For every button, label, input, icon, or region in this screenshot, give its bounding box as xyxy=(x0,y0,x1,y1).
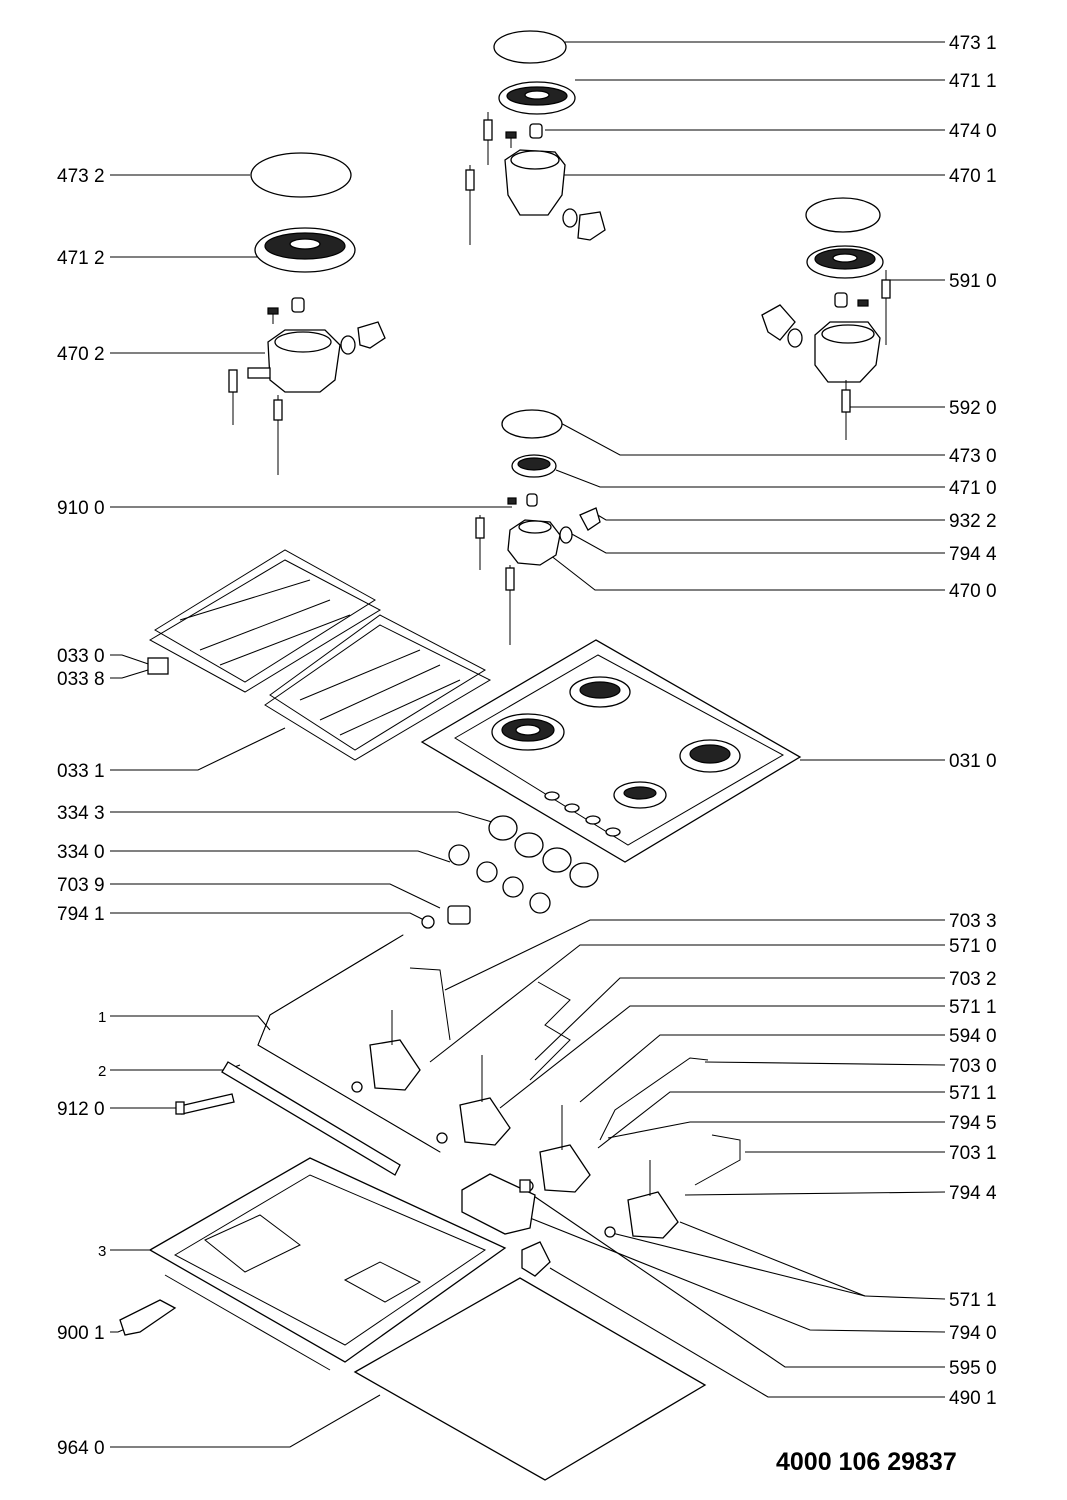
burner-assembly-left xyxy=(228,152,386,475)
label-033-8: 033 8 xyxy=(57,669,105,690)
label-703-3: 703 3 xyxy=(949,911,997,932)
label-471-2: 471 2 xyxy=(57,248,105,269)
label-703-2: 703 2 xyxy=(949,969,997,990)
label-571-1-first: 571 1 xyxy=(949,997,997,1018)
label-474-0: 474 0 xyxy=(949,121,997,142)
label-470-2: 470 2 xyxy=(57,344,105,365)
label-031-0: 031 0 xyxy=(949,751,997,772)
label-794-0: 794 0 xyxy=(949,1323,997,1344)
pan-support-grates xyxy=(147,549,492,761)
label-473-0: 473 0 xyxy=(949,446,997,467)
label-794-4-lower: 794 4 xyxy=(949,1183,997,1204)
base-tray xyxy=(119,1157,507,1371)
label-3: 3 xyxy=(98,1243,106,1260)
label-910-0: 910 0 xyxy=(57,498,105,519)
label-334-3: 334 3 xyxy=(57,803,105,824)
label-470-1: 470 1 xyxy=(949,166,997,187)
label-471-0: 471 0 xyxy=(949,478,997,499)
gasket-seal xyxy=(353,1277,707,1481)
label-473-2: 473 2 xyxy=(57,166,105,187)
control-knobs xyxy=(421,815,599,929)
label-794-5: 794 5 xyxy=(949,1113,997,1134)
hob-top-plate xyxy=(420,639,802,863)
burner-assembly-right xyxy=(761,197,891,440)
label-471-1: 471 1 xyxy=(949,71,997,92)
label-900-1: 900 1 xyxy=(57,1323,105,1344)
label-594-0: 594 0 xyxy=(949,1026,997,1047)
label-703-0: 703 0 xyxy=(949,1056,997,1077)
label-794-4-upper: 794 4 xyxy=(949,544,997,565)
label-571-0: 571 0 xyxy=(949,936,997,957)
label-571-1-third: 571 1 xyxy=(949,1290,997,1311)
label-490-1: 490 1 xyxy=(949,1388,997,1409)
label-033-1: 033 1 xyxy=(57,761,105,782)
label-334-0: 334 0 xyxy=(57,842,105,863)
label-1: 1 xyxy=(98,1009,106,1026)
part-labels-right: 473 1 471 1 474 0 470 1 591 0 592 0 473 … xyxy=(949,33,997,1409)
label-964-0: 964 0 xyxy=(57,1438,105,1459)
label-912-0: 912 0 xyxy=(57,1099,105,1120)
label-932-2: 932 2 xyxy=(949,511,997,532)
ignition-module xyxy=(461,1173,551,1277)
document-number: 4000 106 29837 xyxy=(776,1448,957,1476)
label-703-9: 703 9 xyxy=(57,875,105,896)
label-794-1: 794 1 xyxy=(57,904,105,925)
gas-pipes-and-valves xyxy=(257,934,741,1239)
burner-assembly-front-center xyxy=(475,409,601,645)
bracket-and-screw xyxy=(175,1061,401,1176)
label-595-0: 595 0 xyxy=(949,1358,997,1379)
label-592-0: 592 0 xyxy=(949,398,997,419)
label-2: 2 xyxy=(98,1063,106,1080)
burner-assembly-rear-center xyxy=(465,30,606,245)
label-033-0: 033 0 xyxy=(57,646,105,667)
label-571-1-second: 571 1 xyxy=(949,1083,997,1104)
part-labels-left: 473 2 471 2 470 2 910 0 033 0 033 8 033 … xyxy=(57,166,106,1459)
label-470-0: 470 0 xyxy=(949,581,997,602)
label-591-0: 591 0 xyxy=(949,271,997,292)
label-473-1: 473 1 xyxy=(949,33,997,54)
label-703-1: 703 1 xyxy=(949,1143,997,1164)
